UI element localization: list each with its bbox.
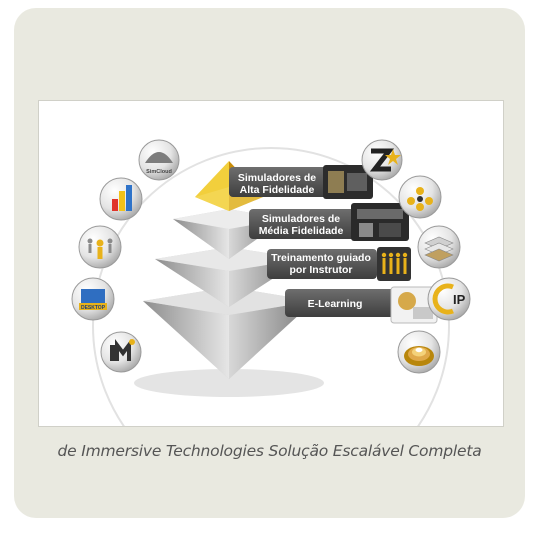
- network-nodes-icon: [398, 175, 442, 219]
- layers-icon: [417, 225, 461, 269]
- level-2-label-line1: Simuladores de: [262, 213, 340, 225]
- level-2-label-bar: Simuladores de Média Fidelidade: [249, 203, 409, 241]
- level-1-label-bar: Simuladores de Alta Fidelidade: [229, 165, 373, 199]
- level-4-label-bar: E-Learning: [285, 286, 438, 324]
- z-star-icon: [361, 139, 403, 181]
- pyramid-level-4: [143, 287, 314, 379]
- level-3-label-line2: por Instrutor: [290, 264, 353, 276]
- figure-caption: de Immersive Technologies Solução Escalá…: [57, 442, 482, 460]
- desktop-text: DESKTOP: [81, 305, 106, 311]
- level-2-label-line2: Média Fidelidade: [259, 225, 344, 237]
- level-3-label-line1: Treinamento guiado: [271, 252, 371, 264]
- simcloud-text: SimCloud: [146, 169, 172, 175]
- diagram-frame: Simuladores de Alta Fidelidade Simulador…: [38, 100, 504, 427]
- pyramid-shadow: [134, 369, 324, 397]
- pyramid-diagram: Simuladores de Alta Fidelidade Simulador…: [71, 139, 471, 426]
- level-4-label: E-Learning: [308, 298, 363, 310]
- target-rings-icon: [397, 330, 441, 374]
- simcloud-icon: SimCloud: [138, 139, 180, 181]
- level-3-label-bar: Treinamento guiado por Instrutor: [267, 247, 411, 281]
- cip-text: IP: [453, 292, 466, 307]
- im-logo-icon: [100, 331, 142, 373]
- level-1-label-line1: Simuladores de: [238, 172, 316, 184]
- cip-logo-icon: IP: [427, 277, 471, 321]
- bar-chart-icon: [99, 177, 143, 221]
- desktop-icon: DESKTOP: [71, 277, 115, 321]
- level-1-label-line2: Alta Fidelidade: [240, 184, 315, 196]
- people-icon: [78, 225, 122, 269]
- orbit-ring: [92, 147, 450, 426]
